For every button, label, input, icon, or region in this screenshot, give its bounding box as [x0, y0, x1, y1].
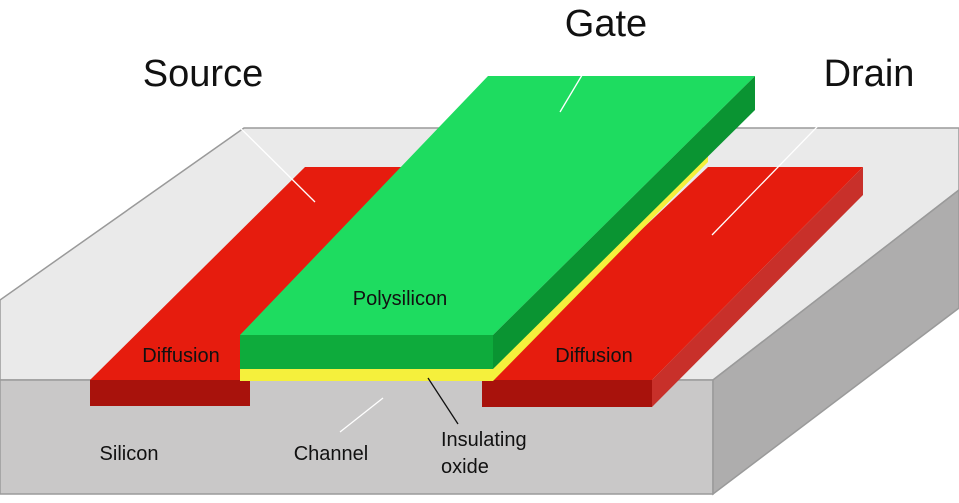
source-diffusion [90, 167, 435, 406]
source-leader-line [211, 99, 316, 203]
diffusion-left-label: Diffusion [142, 345, 219, 367]
gate-leader-line [559, 44, 601, 113]
drain-label: Drain [824, 53, 915, 95]
leader-lines [211, 44, 849, 236]
diffusion-right-label: Diffusion [555, 345, 632, 367]
drain-diffusion [482, 167, 863, 407]
oxide-leader-line [427, 377, 459, 425]
source-diffusion-front [90, 380, 250, 406]
insulating-oxide-label-line2: oxide [441, 456, 489, 478]
silicon-label: Silicon [100, 443, 159, 465]
channel-leader-line [339, 397, 384, 433]
gate-label: Gate [565, 3, 647, 45]
gate-front-face [240, 335, 493, 369]
gate-side-face [493, 76, 755, 369]
source-diffusion-top [90, 167, 435, 380]
drain-leader-line [711, 94, 849, 236]
oxide-front [240, 369, 493, 381]
polysilicon-label: Polysilicon [353, 288, 447, 310]
leader-lines-lower [339, 397, 384, 433]
substrate-side-face [712, 189, 959, 496]
channel-label: Channel [294, 443, 369, 465]
drain-diffusion-top [482, 167, 863, 380]
source-label: Source [143, 53, 263, 95]
polysilicon-gate [240, 76, 755, 369]
gate-top-face [240, 76, 755, 335]
drain-diffusion-front [482, 380, 652, 407]
insulating-oxide-label-line1: Insulating [441, 429, 527, 451]
drain-diffusion-side [652, 167, 863, 407]
